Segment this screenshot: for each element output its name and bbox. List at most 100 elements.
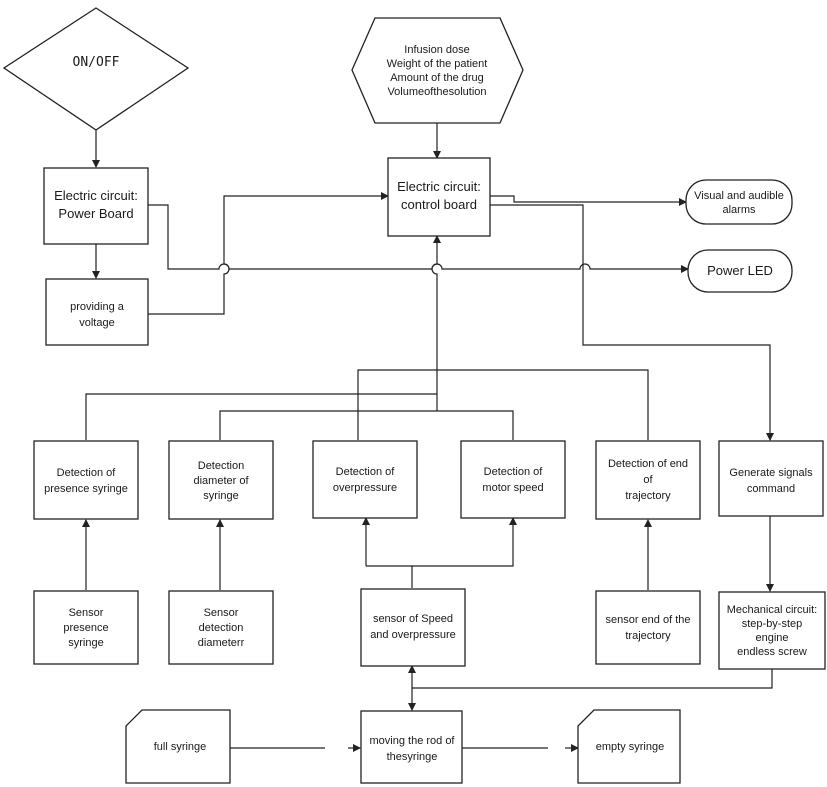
control-board-box: [387, 157, 491, 237]
end-detection-label: Detection of end of trajectory: [608, 458, 688, 502]
edge-controlboard-alarms: [490, 195, 687, 206]
sensor-end-line-1: sensor end of the: [605, 614, 690, 626]
power-board-label: Electric circuit: Power Board: [54, 188, 138, 221]
det-overpressure-line-1: Detection of: [336, 466, 396, 478]
voltage-line-1: providing a: [70, 301, 125, 313]
sensor-presence-line-1: Sensor: [69, 607, 104, 619]
moving-rod-line-2: thesyringe: [387, 751, 438, 763]
diameter-detection-label: Detection diameter of syringe: [193, 460, 249, 502]
det-diameter-line-3: syringe: [203, 490, 238, 502]
empty-syringe-label: empty syringe: [596, 741, 664, 753]
det-overpressure-line-2: overpressure: [333, 482, 397, 494]
diameter-sensor-label: Sensor detection diameterr: [198, 607, 245, 649]
bus-presence: [85, 393, 437, 440]
overpressure-detection-box: [312, 440, 418, 519]
empty-syringe-line-1: empty syringe: [596, 741, 664, 753]
motor-speed-detection-box: [460, 440, 566, 519]
det-motor-line-1: Detection of: [484, 466, 544, 478]
diameter-detection-box: [168, 440, 274, 520]
det-end-line-3: trajectory: [625, 490, 671, 502]
bus-diameter-motor: [219, 410, 514, 440]
presence-detection-box: [33, 440, 139, 520]
sensor-speed-line-2: and overpressure: [370, 629, 456, 641]
empty-syringe-shape: [577, 709, 681, 784]
diameter-sensor-box: [168, 590, 274, 665]
sensor-diameter-line-1: Sensor: [204, 607, 239, 619]
shapes: [2, 7, 826, 784]
generate-signals-label: Generate signals command: [729, 467, 813, 495]
overpressure-detection-label: Detection of overpressure: [333, 466, 397, 494]
onoff-line-1: ON/OFF: [73, 55, 120, 70]
moving-rod-line-1: moving the rod of: [370, 735, 456, 747]
edge-speed-split: [366, 565, 413, 588]
full-syringe-shape: [125, 709, 231, 784]
control-board-label: Electric circuit: control board: [397, 179, 481, 212]
motor-speed-detection-label: Detection of motor speed: [482, 466, 543, 494]
alarms-label: Visual and audible alarms: [694, 190, 784, 216]
mechanical-box: [718, 591, 826, 670]
alarms-line-2: alarms: [722, 204, 756, 216]
power-led-terminator: [687, 249, 793, 293]
det-diameter-line-2: diameter of: [193, 475, 249, 487]
full-syringe-label: full syringe: [154, 741, 207, 753]
det-diameter-line-1: Detection: [198, 460, 244, 472]
moving-rod-label: moving the rod of thesyringe: [370, 735, 456, 763]
presence-sensor-label: Sensor presence syringe: [63, 607, 108, 649]
control-board-line-2: control board: [401, 197, 477, 212]
det-presence-line-2: presence syringe: [44, 483, 128, 495]
sensor-speed-line-1: sensor of Speed: [373, 613, 453, 625]
sensor-presence-line-2: presence: [63, 622, 108, 634]
bus-overpressure-end: [357, 369, 649, 440]
sensor-diameter-line-3: diameterr: [198, 637, 245, 649]
mechanical-line-1: Mechanical circuit:: [727, 604, 817, 616]
power-board-line-2: Power Board: [58, 206, 133, 221]
mechanical-line-3: engine: [755, 632, 788, 644]
power-led-line-1: Power LED: [707, 263, 773, 278]
end-sensor-box: [595, 590, 701, 665]
det-motor-line-2: motor speed: [482, 482, 543, 494]
inputs-hexagon: [351, 17, 524, 124]
voltage-box: [45, 278, 149, 346]
voltage-line-2: voltage: [79, 317, 114, 329]
voltage-label: providing a voltage: [70, 301, 125, 329]
sensor-presence-line-3: syringe: [68, 637, 103, 649]
onoff-diamond: [2, 7, 190, 131]
edge-mechanical-bus: [412, 669, 773, 689]
onoff-label: ON/OFF: [73, 55, 120, 70]
power-led-label: Power LED: [707, 263, 773, 278]
speed-sensor-box: [360, 588, 466, 667]
generate-signals-box: [718, 440, 824, 517]
edge-bus-controlboard: [431, 235, 441, 411]
speed-sensor-label: sensor of Speed and overpressure: [370, 613, 456, 641]
edge-voltage-controlboard: [148, 192, 389, 315]
inputs-line-3: Amount of the drug: [390, 72, 484, 84]
sensor-diameter-line-2: detection: [199, 622, 244, 634]
edge-speed-motor: [412, 517, 517, 567]
mechanical-line-4: endless screw: [737, 646, 807, 658]
inputs-line-1: Infusion dose: [404, 44, 469, 56]
alarms-terminator: [685, 179, 793, 225]
connectors: [82, 123, 774, 752]
control-board-line-1: Electric circuit:: [397, 179, 481, 194]
full-syringe-line-1: full syringe: [154, 741, 207, 753]
power-board-line-1: Electric circuit:: [54, 188, 138, 203]
det-end-line-2: of: [643, 474, 653, 486]
gen-signals-line-2: command: [747, 483, 795, 495]
presence-sensor-box: [33, 590, 139, 665]
mechanical-label: Mechanical circuit: step-by-step engine end…: [727, 604, 817, 658]
power-board-box: [43, 167, 149, 245]
gen-signals-line-1: Generate signals: [729, 467, 813, 479]
sensor-end-line-2: trajectory: [625, 630, 671, 642]
det-end-line-1: Detection of end: [608, 458, 688, 470]
det-presence-line-1: Detection of: [57, 467, 117, 479]
inputs-line-4: Volumeofthesolution: [387, 86, 486, 98]
mechanical-line-2: step-by-step: [742, 618, 803, 630]
inputs-line-2: Weight of the patient: [387, 58, 488, 70]
presence-detection-label: Detection of presence syringe: [44, 467, 128, 495]
alarms-line-1: Visual and audible: [694, 190, 784, 202]
moving-rod-box: [360, 710, 463, 784]
